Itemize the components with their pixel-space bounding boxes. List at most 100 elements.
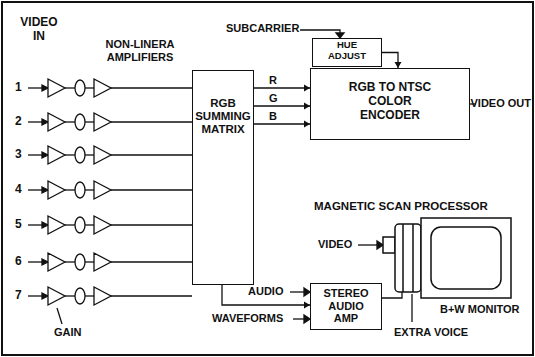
connector xyxy=(254,121,310,128)
wire xyxy=(111,121,192,122)
wire xyxy=(111,154,192,155)
amplifier-symbol xyxy=(48,113,65,131)
amplifier-symbol xyxy=(94,216,111,234)
input-wire xyxy=(28,295,43,296)
arrow-head xyxy=(42,187,48,193)
nonlinear-element xyxy=(75,80,85,96)
signal-name: AUDIO xyxy=(248,285,283,298)
video-wire xyxy=(358,244,378,245)
connector-line xyxy=(382,53,398,69)
audio-amp-box: STEREO AUDIO AMP xyxy=(310,283,382,330)
scan-yoke xyxy=(395,224,421,292)
wire xyxy=(85,154,94,155)
signal-name: G xyxy=(268,93,279,104)
input-wire xyxy=(28,261,43,262)
arrow-head xyxy=(42,293,48,299)
input-number: 3 xyxy=(15,148,22,162)
amp-to-yoke-wire xyxy=(382,292,402,298)
connector xyxy=(254,85,310,92)
amplifier-symbol xyxy=(94,253,111,271)
wire xyxy=(85,189,94,190)
box-text: STEREO AUDIO AMP xyxy=(319,287,373,325)
amplifier-symbol xyxy=(48,181,65,199)
signal-name: B xyxy=(268,111,278,122)
monitor-illustration xyxy=(383,218,511,298)
wire xyxy=(65,224,75,225)
box-text: RGB TO NTSC COLOR ENCODER xyxy=(344,81,436,122)
waveforms-wire xyxy=(293,318,304,319)
input-wire xyxy=(28,189,43,190)
box-text: RGB SUMMING MATRIX xyxy=(193,97,253,137)
yoke-ring xyxy=(402,224,404,292)
connector-line xyxy=(254,123,310,124)
audio-wire xyxy=(290,291,304,292)
wire xyxy=(85,224,94,225)
arrow-head xyxy=(42,119,48,125)
amplifier-symbol xyxy=(48,287,65,305)
connector-line xyxy=(254,87,310,88)
encoder-box: RGB TO NTSC COLOR ENCODER xyxy=(310,68,470,140)
summing-matrix-box: RGB SUMMING MATRIX xyxy=(192,70,254,285)
connector xyxy=(382,53,402,69)
connector-line xyxy=(222,285,310,305)
wire xyxy=(85,261,94,262)
nonlinear-element xyxy=(75,288,85,304)
signal-name: VIDEO OUT xyxy=(470,97,531,110)
signal-name: WAVEFORMS xyxy=(212,312,283,325)
hue-adjust-box: HUE ADJUST xyxy=(312,38,382,67)
part-name: B+W MONITOR xyxy=(440,303,520,316)
box-text: HUE ADJUST xyxy=(323,40,371,62)
wire xyxy=(111,87,192,88)
gain-leader xyxy=(57,308,62,324)
amplifier-symbol xyxy=(94,181,111,199)
yoke-ring xyxy=(412,224,414,292)
input-wire xyxy=(28,154,43,155)
input-wire xyxy=(28,224,43,225)
wire xyxy=(85,121,94,122)
wire xyxy=(111,261,192,262)
wire xyxy=(65,154,75,155)
amplifier-symbol xyxy=(48,216,65,234)
input-number: 4 xyxy=(15,183,22,197)
monitor-case xyxy=(421,218,511,298)
gain-label: GAIN xyxy=(54,326,82,339)
wire xyxy=(65,87,75,88)
amplifier-symbol xyxy=(94,113,111,131)
connector-line xyxy=(254,105,310,106)
input-wire xyxy=(28,87,43,88)
nonlinear-element xyxy=(75,182,85,198)
connector xyxy=(222,285,310,309)
amplifier-symbol xyxy=(48,146,65,164)
monitor-neck xyxy=(383,237,395,253)
input-heading: VIDEO IN xyxy=(16,16,62,44)
amplifier-rows xyxy=(28,79,192,305)
connector xyxy=(254,103,310,110)
wire xyxy=(85,295,94,296)
input-number: 1 xyxy=(15,81,22,95)
wire xyxy=(65,261,75,262)
wire xyxy=(85,87,94,88)
signal-name: R xyxy=(268,75,278,86)
wire xyxy=(111,295,192,296)
wire xyxy=(65,189,75,190)
arrow-head xyxy=(377,241,383,249)
amplifier-heading: NON-LINERA AMPLIFIERS xyxy=(92,38,188,63)
wire xyxy=(65,295,75,296)
nonlinear-element xyxy=(75,254,85,270)
extra-voice-leader xyxy=(411,294,412,322)
monitor-screen xyxy=(431,227,501,289)
signal-name: VIDEO xyxy=(318,238,352,251)
wire xyxy=(111,224,192,225)
nonlinear-element xyxy=(75,114,85,130)
part-name: EXTRA VOICE xyxy=(394,326,468,339)
wires xyxy=(57,30,476,324)
nonlinear-element xyxy=(75,217,85,233)
input-wire xyxy=(28,121,43,122)
arrow-head xyxy=(42,85,48,91)
input-number: 2 xyxy=(15,115,22,129)
wire xyxy=(111,189,192,190)
amplifier-symbol xyxy=(94,79,111,97)
subcarrier-wire xyxy=(300,30,340,34)
